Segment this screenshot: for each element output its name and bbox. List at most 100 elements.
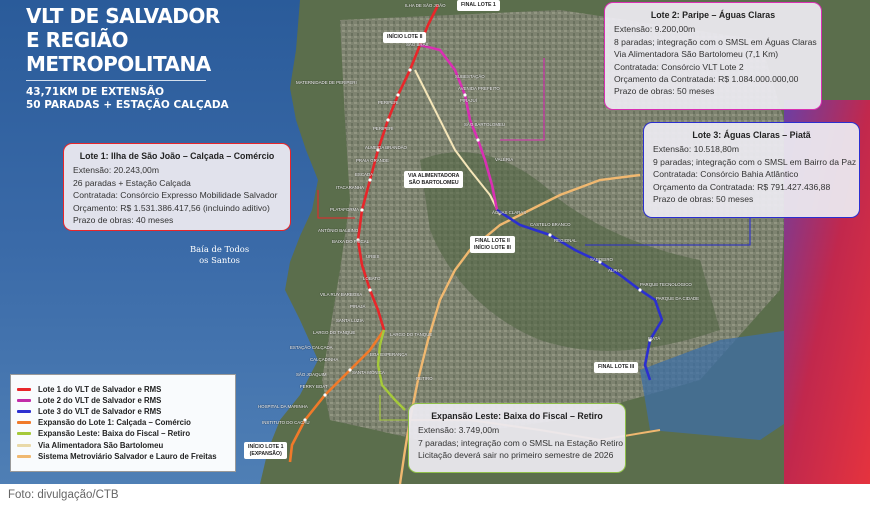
lote3-leader [585,218,751,246]
legend-swatch [17,421,31,425]
legend-swatch [17,443,31,447]
station-label: MATERNIDADE DE PERIPERI [296,80,357,85]
station-label: ALMEIDA BRANDÃO [365,145,407,150]
station-label: VALÉRIA [495,157,514,162]
legend-row-lote2: Lote 2 do VLT de Salvador e RMS [17,395,229,406]
station-dots [303,68,652,422]
title-divider [26,80,206,81]
station-label: SÃO BARTOLOMEU [464,122,506,127]
leste-line: Extensão: 3.749,00m [418,425,500,436]
lote2-line: 8 paradas; integração com o SMSL em Água… [614,36,817,47]
lote2-line: Prazo de obras: 50 meses [614,86,715,97]
inicio-lote1-expansao-tag: INÍCIO LOTE 1 (EXPANSÃO) [244,442,288,459]
station-label: PRAIA GRANDE [356,158,389,163]
legend-label: Via Alimentadora São Bartolomeu [38,440,164,450]
satellite-map: VLT DE SALVADOR E REGIÃO METROPOLITANA 4… [0,0,870,484]
inicio-lote2-tag: INÍCIO LOTE II [383,32,427,43]
final-lote3-tag: FINAL LOTE III [594,362,639,373]
lote3-line: Extensão: 10.518,80m [653,144,739,155]
lote2-line: Via Alimentadora São Bartolomeu (7,1 Km) [614,49,779,60]
legend-swatch [17,410,31,414]
station-label: AVENIDA PREFEITO [458,86,500,91]
lote3-line: Prazo de obras: 50 meses [653,194,754,205]
lote1-info-box: Lote 1: Ilha de São João – Calçada – Com… [63,143,291,231]
station-label: BAIXA DO FISCAL [332,239,370,244]
legend-label: Expansão do Lote 1: Calçada – Comércio [38,418,191,428]
subtitle-stops: 50 PARADAS + ESTAÇÃO CALÇADA [26,99,229,111]
station-label: REGIONAL [554,238,577,243]
lote1-line: Prazo de obras: 40 meses [73,215,174,226]
station-label: SANTA MÔNICA [352,370,385,375]
leste-line: Licitação deverá sair no primeiro semest… [418,450,614,461]
lote3-info-box: Lote 3: Águas Claras – Piatã Extensão: 1… [643,122,860,218]
legend-label: Expansão Leste: Baixa do Fiscal – Retiro [38,429,191,439]
station-label: PERIPERI [378,100,399,105]
station-label: PIRAJÁ [350,304,366,309]
station-label: LOBATO [363,276,381,281]
legend-row-metro: Sistema Metroviário Salvador e Lauro de … [17,451,229,462]
station-label: SUBESTAÇÃO [455,74,485,79]
station-label: PIRAJUÍ [460,98,477,103]
station-label: SABOEIRO [590,257,613,262]
legend-row-expansao-lote1: Expansão do Lote 1: Calçada – Comércio [17,417,229,428]
legend-row-lote3: Lote 3 do VLT de Salvador e RMS [17,406,229,417]
title-line-1: VLT DE SALVADOR [26,4,220,28]
station-label: RETIRO [416,376,433,381]
station-label: INSTITUTO DO CACAU [262,420,310,425]
leste-line: 7 paradas; integração com o SMSL na Esta… [418,437,624,448]
legend-label: Lote 1 do VLT de Salvador e RMS [38,385,162,395]
map-legend: Lote 1 do VLT de Salvador e RMS Lote 2 d… [10,374,236,472]
station-label: PARQUE TECNOLÓGICO [640,282,692,287]
station-label: HOSPITAL DA MARINHA [258,404,308,409]
lote1-line: Orçamento: R$ 1.531.386.417,56 (incluind… [73,202,270,213]
station-label: URBIS [366,254,380,259]
leste-info-box: Expansão Leste: Baixa do Fiscal – Retiro… [408,403,626,473]
lote1-title: Lote 1: Ilha de São João – Calçada – Com… [79,151,275,161]
station-label: FERRY BOAT [300,384,328,389]
leste-leader [379,395,408,421]
lote2-line [419,43,499,211]
station-label: ITACARANHA [336,185,364,190]
station-label: PARQUE DA CIDADE [656,296,700,301]
final-lote1-tag: FINAL LOTE 1 [457,0,500,11]
lote1-line: Contratada: Consórcio Expresso Mobilidad… [73,190,278,201]
station-label: ESCADA [355,172,374,177]
legend-label: Lote 2 do VLT de Salvador e RMS [38,396,162,406]
lote1-leader [317,190,355,219]
station-label: ESTAÇÃO CALÇADA [290,345,333,350]
lote1-line [356,4,440,331]
station-label: CALÇADINHA [310,357,339,362]
legend-label: Sistema Metroviário Salvador e Lauro de … [38,451,217,461]
title-line-3: METROPOLITANA [26,52,211,76]
lote2-info-box: Lote 2: Paripe – Águas Claras Extensão: … [604,2,822,110]
lote3-line [496,208,664,381]
lote1-line: Extensão: 20.243,00m [73,165,159,176]
via-alimentadora-line [414,69,501,216]
via-alimentadora-tag: VIA ALIMENTADORA SÃO BARTOLOMEU [404,171,464,188]
station-label: CASTELO BRANCO [530,222,571,227]
lote3-title: Lote 3: Águas Claras – Piatã [692,130,811,140]
station-label: LARGO DO TANQUE [313,330,356,335]
lote2-line: Contratada: Consórcio VLT Lote 2 [614,61,744,72]
station-label: SÃO JOAQUIM [296,372,327,377]
lote2-leader [500,58,545,141]
station-label: ÁGUAS CLARAS [492,210,527,215]
lote2-line: Extensão: 9.200,00m [614,24,696,35]
map-title: VLT DE SALVADOR E REGIÃO METROPOLITANA [26,4,220,76]
legend-swatch [17,432,31,436]
lote2-title: Lote 2: Paripe – Águas Claras [650,10,776,20]
lote3-line: 9 paradas; integração com o SMSL em Bair… [653,156,857,167]
legend-label: Lote 3 do VLT de Salvador e RMS [38,407,162,417]
photo-credit: Foto: divulgação/CTB [8,489,119,501]
legend-row-via-alimentadora: Via Alimentadora São Bartolomeu [17,439,229,450]
bay-label: Baía de Todos os Santos [190,244,250,265]
legend-swatch [17,454,31,458]
station-label: BOA ESPERANÇA [370,352,408,357]
lote2-line: Orçamento da Contratada: R$ 1.084.000.00… [614,74,799,85]
station-label: PLATAFORMA [330,207,360,212]
expansao-leste-line [376,329,406,411]
station-label: LARGO DO TANQUE [390,332,433,337]
station-label: ANTÔNIO BALBINO [318,228,359,233]
subtitle-extension: 43,71KM DE EXTENSÃO [26,86,165,98]
title-line-2: E REGIÃO [26,28,129,52]
